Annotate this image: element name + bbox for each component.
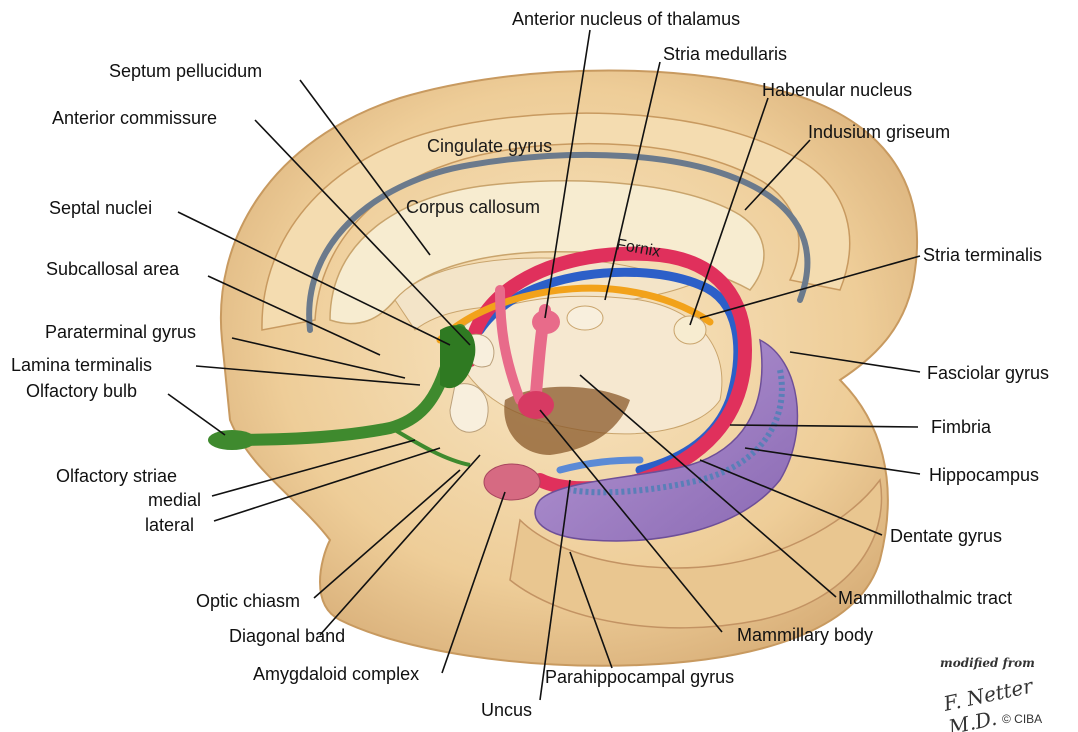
label-corpus-callosum: Corpus callosum	[406, 197, 540, 217]
label-septum-pellucidum: Septum pellucidum	[109, 61, 262, 81]
label-fimbria: Fimbria	[931, 417, 991, 437]
mammillary-body-shape	[518, 391, 554, 419]
label-mammillothalmic-tract: Mammillothalmic tract	[838, 588, 1012, 608]
label-amygdaloid-complex: Amygdaloid complex	[253, 664, 419, 684]
label-medial: medial	[148, 490, 201, 510]
label-paraterminal-gyrus: Paraterminal gyrus	[45, 322, 196, 342]
label-stria-terminalis: Stria terminalis	[923, 245, 1042, 265]
label-habenular-nucleus: Habenular nucleus	[762, 80, 912, 100]
label-mammillary-body: Mammillary body	[737, 625, 873, 645]
label-anterior-nucleus-of-thalamus: Anterior nucleus of thalamus	[512, 9, 740, 29]
label-olfactory-bulb: Olfactory bulb	[26, 381, 137, 401]
label-lamina-terminalis: Lamina terminalis	[11, 355, 152, 375]
label-parahippocampal-gyrus: Parahippocampal gyrus	[545, 667, 734, 687]
olfactory-bulb-shape	[208, 430, 256, 450]
credit-copyright: © CIBA	[1002, 712, 1042, 726]
label-indusium-griseum: Indusium griseum	[808, 122, 950, 142]
interthalamic-knob	[567, 306, 603, 330]
habenular-knob	[674, 316, 706, 344]
label-anterior-commissure: Anterior commissure	[52, 108, 217, 128]
label-lateral: lateral	[145, 515, 194, 535]
label-diagonal-band: Diagonal band	[229, 626, 345, 646]
label-cingulate-gyrus: Cingulate gyrus	[427, 136, 552, 156]
label-subcallosal-area: Subcallosal area	[46, 259, 179, 279]
label-optic-chiasm: Optic chiasm	[196, 591, 300, 611]
label-dentate-gyrus: Dentate gyrus	[890, 526, 1002, 546]
label-septal-nuclei: Septal nuclei	[49, 198, 152, 218]
label-fasciolar-gyrus: Fasciolar gyrus	[927, 363, 1049, 383]
label-hippocampus: Hippocampus	[929, 465, 1039, 485]
label-uncus: Uncus	[481, 700, 532, 720]
amygdala-shape	[484, 464, 540, 500]
label-olfactory-striae: Olfactory striae	[56, 466, 177, 486]
credit-modified-from: modified from	[940, 656, 1035, 670]
label-stria-medullaris: Stria medullaris	[663, 44, 787, 64]
